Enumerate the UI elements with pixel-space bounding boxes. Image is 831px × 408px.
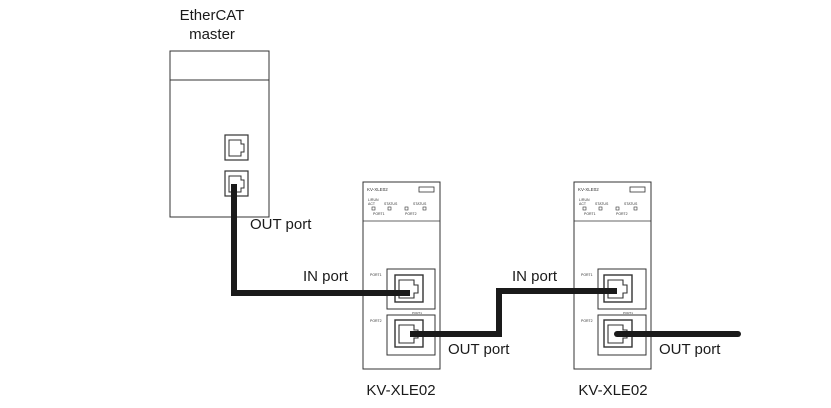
- kv-xle02-unit-2: KV-XLE02 L/RUN ACT STATUS STATUS PORT1 P…: [573, 181, 652, 370]
- master-title: EtherCAT master: [180, 6, 245, 44]
- kv-xle02-unit-1: KV-XLE02 L/RUN ACT STATUS STATUS PORT1 P…: [362, 181, 441, 370]
- unit-2-model-label: KV-XLE02: [578, 382, 648, 399]
- svg-text:PORT2: PORT2: [370, 319, 382, 323]
- master-title-line-2: master: [189, 26, 235, 43]
- unit-1-led-status-2: STATUS: [413, 202, 427, 206]
- unit-2-in-port-label: IN port: [512, 268, 558, 285]
- unit-1-in-port-icon: PORT1 PORT1: [370, 268, 436, 315]
- unit-1-port1-caption: PORT1: [373, 212, 385, 216]
- cable-unit-1-to-unit-2: [410, 288, 617, 337]
- unit-1-led-status: STATUS: [384, 202, 398, 206]
- master-title-line-1: EtherCAT: [179, 7, 245, 24]
- unit-1-port2-caption: PORT2: [405, 212, 417, 216]
- unit-2-port2-caption: PORT2: [616, 212, 628, 216]
- svg-text:PORT1: PORT1: [581, 273, 593, 277]
- unit-1-model-label: KV-XLE02: [366, 382, 436, 399]
- svg-text:PORT1: PORT1: [370, 273, 382, 277]
- svg-text:PORT2: PORT2: [581, 319, 593, 323]
- master-out-port-label: OUT port: [250, 216, 312, 233]
- svg-text:PORT1: PORT1: [623, 311, 633, 315]
- unit-2-out-port-label: OUT port: [659, 341, 721, 358]
- unit-2-led-status: STATUS: [595, 202, 609, 206]
- unit-1-out-port-label: OUT port: [448, 341, 510, 358]
- svg-text:PORT1: PORT1: [412, 311, 422, 315]
- unit-2-led-run: L/RUN: [579, 198, 590, 202]
- master-port-1-icon: [224, 134, 249, 161]
- unit-2-brand: KV-XLE02: [578, 187, 599, 192]
- unit-1-in-port-label: IN port: [303, 268, 349, 285]
- cables: [231, 184, 741, 337]
- unit-2-in-port-icon: PORT1 PORT1: [581, 268, 647, 315]
- unit-2-port1-caption: PORT1: [584, 212, 596, 216]
- unit-1-brand: KV-XLE02: [367, 187, 388, 192]
- unit-2-led-act: ACT: [579, 202, 587, 206]
- cable-master-to-unit-1: [231, 184, 410, 296]
- unit-1-led-act: ACT: [368, 202, 376, 206]
- unit-1-led-run: L/RUN: [368, 198, 379, 202]
- unit-2-led-status-2: STATUS: [624, 202, 638, 206]
- ethercat-master-device: [169, 50, 270, 218]
